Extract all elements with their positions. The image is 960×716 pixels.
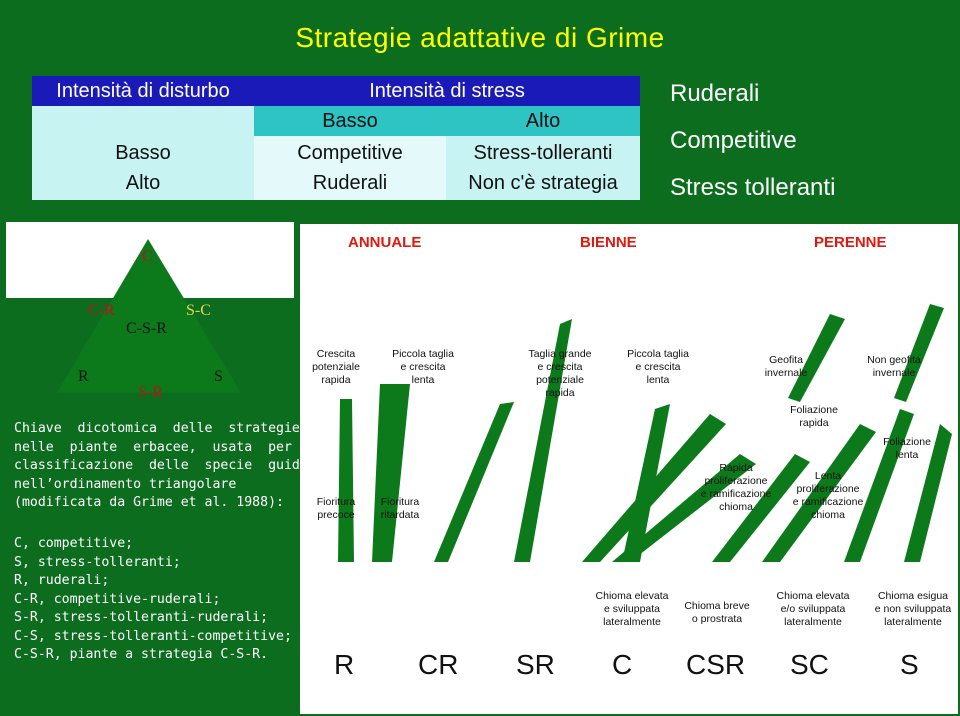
note-chioma-breve: Chioma breve o prostrata	[684, 600, 750, 625]
triangle-label-cr: C-R	[88, 302, 115, 319]
strategy-sr: SR	[516, 649, 555, 680]
strategy-s: S	[900, 649, 919, 680]
page-title: Strategie adattative di Grime	[295, 22, 665, 53]
strategy-r: R	[334, 649, 355, 680]
row-cells-highlight	[254, 136, 446, 200]
legend-stress-tolleranti: Stress tolleranti	[670, 174, 836, 201]
note-crescita-rapida: Crescita potenziale rapida	[312, 348, 360, 386]
note-chioma-elevata-1: Chioma elevata e sviluppata lateralmente	[595, 590, 669, 628]
disturbance-labels-cell	[32, 106, 254, 200]
triangle-panel: C C-R S-C C-S-R R S S-R	[6, 222, 294, 708]
row-label-alto: Alto	[125, 171, 161, 194]
cell-ruderali: Ruderali	[312, 171, 388, 194]
note-non-geofita: Non geofita invernale	[867, 354, 921, 379]
legend-competitive: Competitive	[670, 127, 797, 154]
cell-stress-tolleranti: Stress-tolleranti	[473, 141, 613, 164]
triangle-label-csr: C-S-R	[126, 320, 167, 337]
decision-tree: ANNUALE BIENNE PERENNE Crescita potenzia…	[300, 222, 958, 714]
note-foliazione-rapida: Foliazione rapida	[790, 404, 838, 429]
triangle-shape	[57, 239, 241, 393]
note-taglia-grande: Taglia grande e crescita potenziale rapi…	[528, 348, 592, 399]
key-description: Chiave dicotomica delle strategie nelle …	[14, 421, 324, 510]
strategy-csr: CSR	[686, 649, 746, 680]
strategy-c: C	[612, 649, 633, 680]
life-perenne: PERENNE	[814, 234, 887, 251]
note-piccola-lenta-2: Piccola taglia e crescita lenta	[627, 348, 689, 386]
triangle-label-r: R	[78, 368, 89, 385]
life-annuale: ANNUALE	[348, 234, 422, 251]
note-lenta-prolif: Lenta proliferazione e ramificazione chi…	[792, 470, 864, 521]
strategy-cr: CR	[418, 649, 459, 680]
triangle-label-s: S	[214, 368, 223, 385]
note-chioma-elevata-2: Chioma elevata e/o sviluppata lateralmen…	[776, 590, 850, 628]
note-fioritura-precoce: Fioritura precoce	[316, 496, 356, 521]
note-geofita: Geofita invernale	[764, 354, 808, 379]
cell-competitive: Competitive	[297, 141, 403, 164]
life-bienne: BIENNE	[580, 234, 637, 251]
abbreviation-list: C, competitive; S, stress-tolleranti; R,…	[14, 536, 292, 662]
note-piccola-lenta-1: Piccola taglia e crescita lenta	[392, 348, 454, 386]
stress-header: Intensità di stress	[369, 79, 525, 102]
header-bar	[32, 76, 640, 106]
disturbance-header: Intensità di disturbo	[56, 79, 230, 102]
note-chioma-esigua: Chioma esigua e non sviluppata lateralme…	[874, 590, 952, 628]
stress-level-bar	[254, 106, 640, 136]
strategy-sc: SC	[790, 649, 829, 680]
note-rapida-prolif: Rapida proliferazione e ramificazione ch…	[700, 462, 772, 513]
tree-branches	[338, 304, 952, 562]
cell-no-strategy: Non c'è strategia	[468, 171, 618, 194]
triangle-label-sc: S-C	[186, 302, 211, 319]
stress-high-label: Alto	[525, 109, 561, 132]
note-foliazione-lenta: Foliazione lenta	[883, 436, 931, 461]
row-label-basso: Basso	[115, 141, 171, 164]
note-fioritura-ritardata: Fioritura ritardata	[380, 496, 420, 521]
triangle-label-sr: S-R	[138, 384, 163, 401]
legend-ruderali: Ruderali	[670, 80, 760, 107]
triangle-label-c: C	[142, 248, 153, 265]
stress-low-label: Basso	[322, 109, 378, 132]
